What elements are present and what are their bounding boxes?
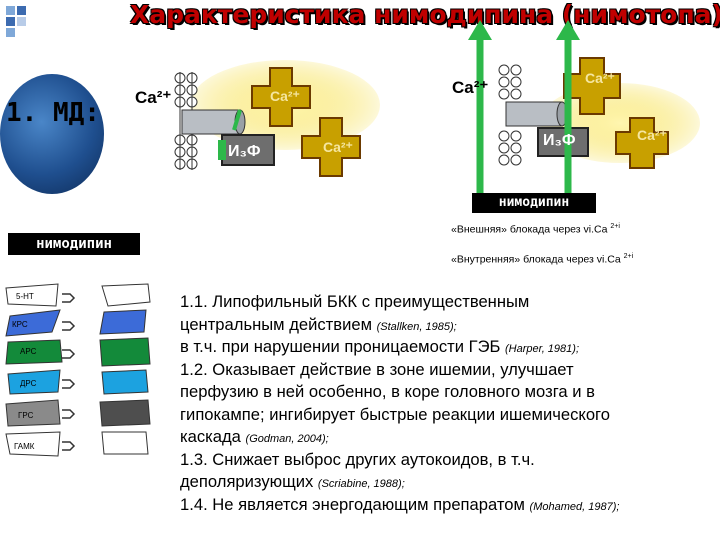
ca-label-right-top: Ca²⁺ [585, 70, 615, 86]
text-line: центральным действием (Stallken, 1985); [180, 314, 457, 334]
text-line: в т.ч. при нарушении проницаемости ГЭБ (… [180, 337, 579, 356]
page-title: Характеристика нимодипина (нимотопа) [130, 0, 720, 29]
membrane-channel-icon [468, 20, 700, 193]
cell-label-1: КРС [12, 320, 28, 329]
text-line: 1.1. Липофильный БКК с преимущественным [180, 292, 530, 311]
bullet-external-block: «Внешняя» блокада через vi.Ca 2+i [451, 223, 620, 236]
text-line: каскада (Godman, 2004); [180, 427, 329, 446]
md-circle [0, 74, 104, 194]
cell-label-2: АРС [20, 347, 37, 356]
bullet-internal-block: «Внутренняя» блокада через vi.Ca 2+i [451, 253, 634, 266]
cell-types-panel [0, 282, 170, 472]
body-text: 1.1. Липофильный БКК с преимущественным … [180, 292, 720, 517]
drug-bar-left: нимодипин [8, 233, 140, 255]
cell-label-5: ГАМК [14, 442, 35, 451]
left-membrane-diagram [110, 60, 400, 185]
ca-label-left: Ca²⁺ [135, 88, 172, 107]
ip3-label-right: И₃Ф [543, 132, 576, 149]
cell-label-4: ГРС [18, 411, 34, 420]
text-line: перфузию в ней особенно, в коре головног… [180, 382, 595, 401]
cell-label-3: ДРС [20, 379, 37, 388]
cell-shape-icon [5, 283, 151, 457]
ca-label-left-lower: Ca²⁺ [323, 139, 353, 155]
md-label: 1. МД: [6, 98, 100, 128]
drug-bar-top: нимодипин [472, 193, 596, 213]
text-line: 1.3. Снижает выброс других аутокоидов, в… [180, 449, 535, 469]
text-line: 1.4. Не является энергодающим препаратом… [180, 494, 620, 514]
ca-label-left-plus: Ca²⁺ [270, 88, 300, 104]
text-line: 1.2. Оказывает действие в зоне ишемии, у… [180, 359, 574, 379]
right-membrane-diagram [440, 18, 710, 193]
ca-label-right-lower: Ca²⁺ [637, 127, 667, 143]
text-line: гипокампе; ингибирует быстрые реакции иш… [180, 404, 610, 424]
text-line: деполяризующих (Scriabine, 1988); [180, 472, 405, 491]
ip3-label-left: И₃Ф [228, 143, 261, 160]
cell-label-0: 5-НТ [16, 292, 34, 301]
membrane-channel-icon [174, 60, 380, 177]
ca-label-right: Ca²⁺ [452, 78, 489, 97]
